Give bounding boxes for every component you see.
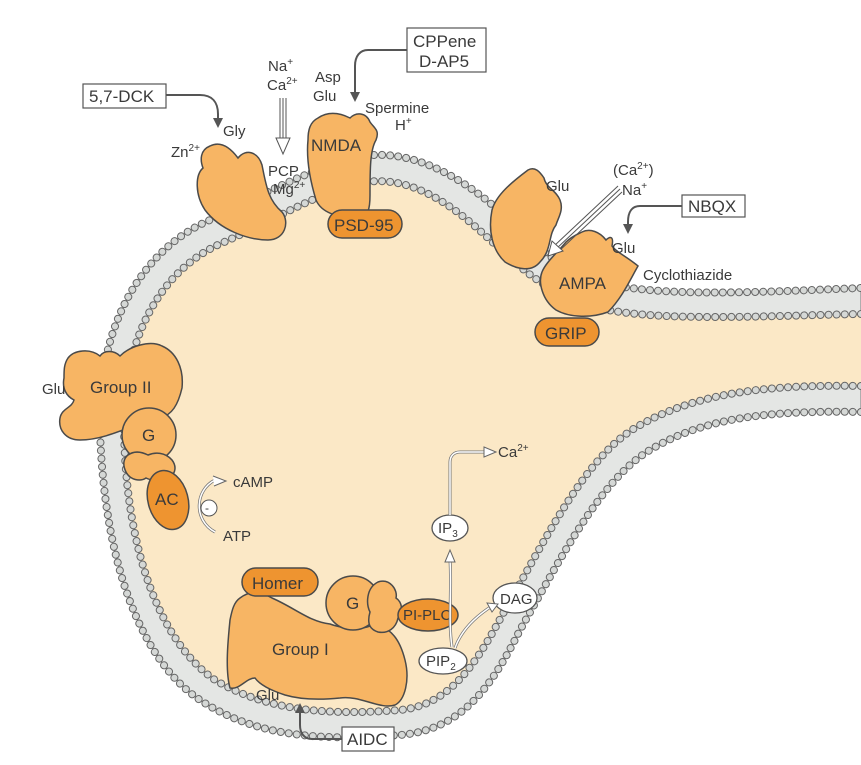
nmda-ion-na: Na+ <box>268 57 293 75</box>
aidc-arrow <box>299 710 342 740</box>
group2-camp: cAMP <box>233 474 273 491</box>
group2-g-label: G <box>142 426 155 445</box>
cppene-arrow <box>354 49 407 95</box>
psd95-label: PSD-95 <box>334 216 394 235</box>
nbqx-label: NBQX <box>688 197 736 216</box>
dag-label: DAG <box>500 591 533 608</box>
inhibition-sign: - <box>205 501 209 515</box>
pi-plc-label: PI-PLC <box>403 607 452 624</box>
group1-g-protein-betagamma <box>366 580 403 634</box>
calcium-release: Ca2+ <box>498 443 529 461</box>
nmda-subunit <box>306 112 379 219</box>
nmda-zinc: Zn2+ <box>171 143 200 161</box>
dck-label: 5,7-DCK <box>89 87 155 106</box>
ampa-glu-left: Glu <box>546 178 569 195</box>
grip-scaffold <box>534 317 600 347</box>
dck-antagonist: 5,7-DCK <box>82 83 223 128</box>
ampa-modulator-cyclothiazide: Cyclothiazide <box>643 267 732 284</box>
ip3-label: IP3 <box>438 520 458 540</box>
nmda-blocker-mg: Mg2+ <box>273 180 305 198</box>
ampa-ion-flux-arrow <box>547 185 623 257</box>
nmda-modulator-spermine: Spermine <box>365 100 429 117</box>
ampa-glu-right: Glu <box>612 240 635 257</box>
group2-adenylyl-cyclase <box>146 469 190 531</box>
pip2-molecule <box>418 647 468 675</box>
group2-label: Group II <box>90 378 151 397</box>
dag-molecule <box>492 582 538 614</box>
homer-label: Homer <box>252 574 303 593</box>
grip-label: GRIP <box>545 324 587 343</box>
ampa-ion-na: Na+ <box>622 181 647 199</box>
ampa-receptor-complex: Glu AMPA GRIP Glu Cyclothiazide (Ca2+) N… <box>489 161 732 347</box>
nmda-modulator-h: H+ <box>395 116 412 134</box>
nmda-agonist-asp: Asp <box>315 69 341 86</box>
group1-receptor <box>226 592 408 707</box>
nmda-receptor-complex: NMDA PSD-95 Na+ Ca2+ Asp Glu Gly Zn2+ PC… <box>171 57 429 241</box>
homer-scaffold <box>241 567 319 597</box>
nmda-label: NMDA <box>311 136 362 155</box>
group2-mglur-complex: Glu Group II G AC - cAMP ATP <box>42 342 273 545</box>
group1-glu: Glu <box>256 687 279 704</box>
nmda-ion-flux-arrow <box>275 98 291 156</box>
dck-arrow <box>166 94 219 120</box>
pi-plc-enzyme <box>397 598 459 632</box>
cppene-label: CPPene <box>413 32 476 51</box>
pip2-label: PIP2 <box>426 653 456 673</box>
cppene-dap5-box <box>406 27 487 73</box>
cppene-dap5-antagonist: CPPene D-AP5 <box>350 27 487 102</box>
group2-ac-label: AC <box>155 490 179 509</box>
nmda-gly-subunit <box>196 143 287 241</box>
inhibition-icon <box>200 499 218 517</box>
ampa-left-subunit <box>489 167 563 270</box>
nmda-coagonist-gly: Gly <box>223 123 246 140</box>
nmda-agonist-glu: Glu <box>313 88 336 105</box>
aidc-antagonist: AIDC <box>295 703 395 752</box>
group2-glu: Glu <box>42 381 65 398</box>
nmda-blocker-pcp: PCP <box>268 163 299 180</box>
group2-atp: ATP <box>223 528 251 545</box>
group1-label: Group I <box>272 640 329 659</box>
ampa-ion-ca: (Ca2+) <box>613 161 654 179</box>
nbqx-antagonist: NBQX <box>623 194 746 234</box>
nbqx-arrow <box>627 205 682 226</box>
ampa-label: AMPA <box>559 274 607 293</box>
group1-g-label: G <box>346 594 359 613</box>
group1-mglur-complex: Group I Glu Homer G PI-PLC PIP2 DAG IP3 … <box>226 443 538 707</box>
nmda-ion-ca: Ca2+ <box>267 76 298 94</box>
aidc-box <box>341 726 395 752</box>
psd95-scaffold <box>327 209 403 239</box>
cell-membrane <box>95 150 861 742</box>
aidc-label: AIDC <box>347 730 388 749</box>
dap5-label: D-AP5 <box>419 52 469 71</box>
